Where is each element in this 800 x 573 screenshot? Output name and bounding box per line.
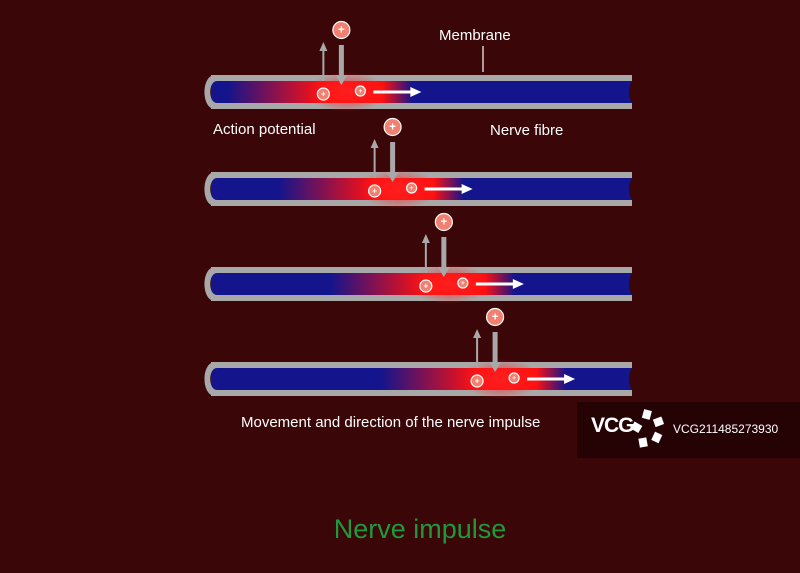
- fibre-interior: [211, 81, 632, 103]
- direction-arrow-shaft: [475, 282, 514, 286]
- watermark-logo: VCG: [591, 414, 635, 437]
- ion-inside-2: +: [368, 184, 382, 198]
- svg-text:+: +: [372, 187, 377, 196]
- ion-outflow-arrowhead: [473, 329, 482, 338]
- svg-text:+: +: [321, 90, 326, 99]
- membrane-end-cap: [204, 75, 217, 109]
- direction-arrow-shaft: [424, 187, 463, 191]
- membrane-top-wall: [211, 75, 632, 81]
- fibre-open-end: [629, 81, 632, 103]
- fibre-open-end: [629, 178, 632, 200]
- svg-text:+: +: [512, 375, 516, 382]
- ion-inflow-arrow-shaft: [441, 237, 447, 267]
- ion-moving-1: +: [354, 85, 366, 97]
- impulse-glow: [307, 72, 388, 112]
- membrane-end-cap: [204, 267, 217, 301]
- ion-inflow-arrowhead: [489, 362, 502, 372]
- nerve-fibre-1: [204, 42, 632, 112]
- action-potential-label: Action potential: [213, 121, 316, 138]
- ion-inflow-arrow-shaft: [492, 332, 498, 362]
- svg-text:+: +: [475, 377, 480, 386]
- ion-inflow-arrowhead: [335, 75, 348, 85]
- membrane-end-cap: [204, 362, 217, 396]
- svg-text:+: +: [461, 280, 465, 287]
- direction-arrowhead: [461, 184, 473, 194]
- fibre-open-end: [629, 273, 632, 295]
- ion-outflow-arrowhead: [421, 234, 430, 243]
- ion-outside-1: +: [332, 20, 351, 40]
- direction-arrowhead: [564, 374, 576, 384]
- ion-moving-3: +: [457, 277, 469, 289]
- ion-inflow-arrow-shaft: [390, 142, 396, 172]
- membrane-bottom-wall: [211, 390, 632, 396]
- caption-label: Movement and direction of the nerve impu…: [241, 414, 541, 431]
- nerve-fibre-4: [204, 329, 632, 399]
- ion-inflow-arrowhead: [437, 267, 450, 277]
- svg-text:+: +: [389, 122, 396, 134]
- fibre-open-end: [629, 368, 632, 390]
- impulse-glow: [409, 264, 490, 304]
- membrane-end-cap: [204, 172, 217, 206]
- watermark-flower-icon: [630, 409, 665, 448]
- svg-text:+: +: [423, 282, 428, 291]
- ion-inside-4: +: [470, 374, 484, 388]
- diagram-title: Nerve impulse: [333, 514, 507, 544]
- ion-inflow-arrow-shaft: [338, 45, 344, 75]
- membrane-top-wall: [211, 362, 632, 368]
- ion-outside-2: +: [383, 117, 402, 137]
- nerve-fibre-label: Nerve fibre: [490, 122, 564, 139]
- membrane-label: Membrane: [439, 27, 511, 44]
- nerve-fibre-3: [204, 234, 632, 304]
- ion-outflow-arrowhead: [370, 139, 379, 148]
- direction-arrow-shaft: [373, 90, 412, 94]
- impulse-glow: [358, 169, 439, 209]
- direction-arrow-shaft: [527, 377, 566, 381]
- ion-inflow-arrowhead: [386, 172, 399, 182]
- ion-outflow-arrowhead: [319, 42, 328, 51]
- svg-text:+: +: [358, 88, 362, 95]
- direction-arrowhead: [410, 87, 422, 97]
- membrane-bottom-wall: [211, 103, 632, 109]
- svg-text:+: +: [492, 312, 499, 324]
- svg-text:+: +: [410, 185, 414, 192]
- ion-inside-1: +: [316, 87, 330, 101]
- ion-moving-4: +: [508, 372, 520, 384]
- ion-outside-3: +: [434, 212, 453, 232]
- watermark-id: VCG211485273930: [673, 422, 779, 436]
- direction-arrowhead: [512, 279, 524, 289]
- ion-outside-4: +: [485, 307, 505, 327]
- impulse-glow: [461, 359, 542, 399]
- watermark: VCG VCG211485273930: [577, 402, 800, 458]
- nerve-fibre-2: [204, 139, 632, 209]
- svg-text:+: +: [440, 217, 447, 229]
- ion-inside-3: +: [419, 279, 433, 293]
- svg-text:+: +: [338, 25, 345, 37]
- ion-moving-2: +: [406, 182, 418, 194]
